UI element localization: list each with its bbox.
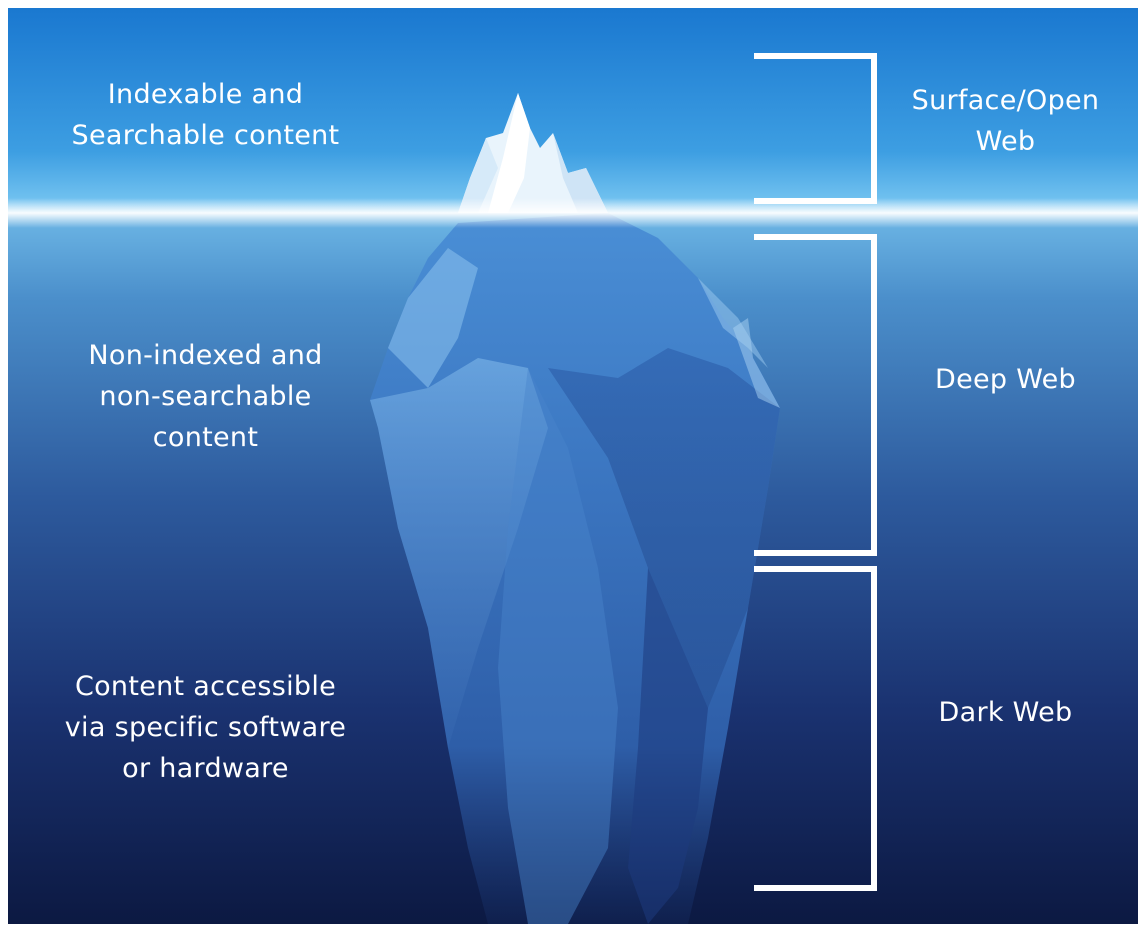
water-surface-line <box>8 198 1138 228</box>
layer-brackets <box>754 53 877 891</box>
iceberg-tip <box>458 93 608 213</box>
dark-bracket <box>754 566 877 891</box>
dark-web-description: Content accessible via specific software… <box>64 671 347 784</box>
deep-web-description: Non-indexed and non-searchable content <box>88 340 323 453</box>
surface-web-description: Indexable and Searchable content <box>71 79 340 151</box>
surface-web-label: Surface/Open Web <box>911 85 1100 157</box>
surface-bracket <box>754 53 877 204</box>
iceberg-scene <box>8 8 1138 924</box>
iceberg-diagram: Indexable and Searchable content Non-ind… <box>8 8 1138 924</box>
deep-web-label: Deep Web <box>935 364 1076 395</box>
iceberg-underwater <box>370 213 780 924</box>
deep-bracket <box>754 234 877 556</box>
dark-web-label: Dark Web <box>938 697 1073 728</box>
